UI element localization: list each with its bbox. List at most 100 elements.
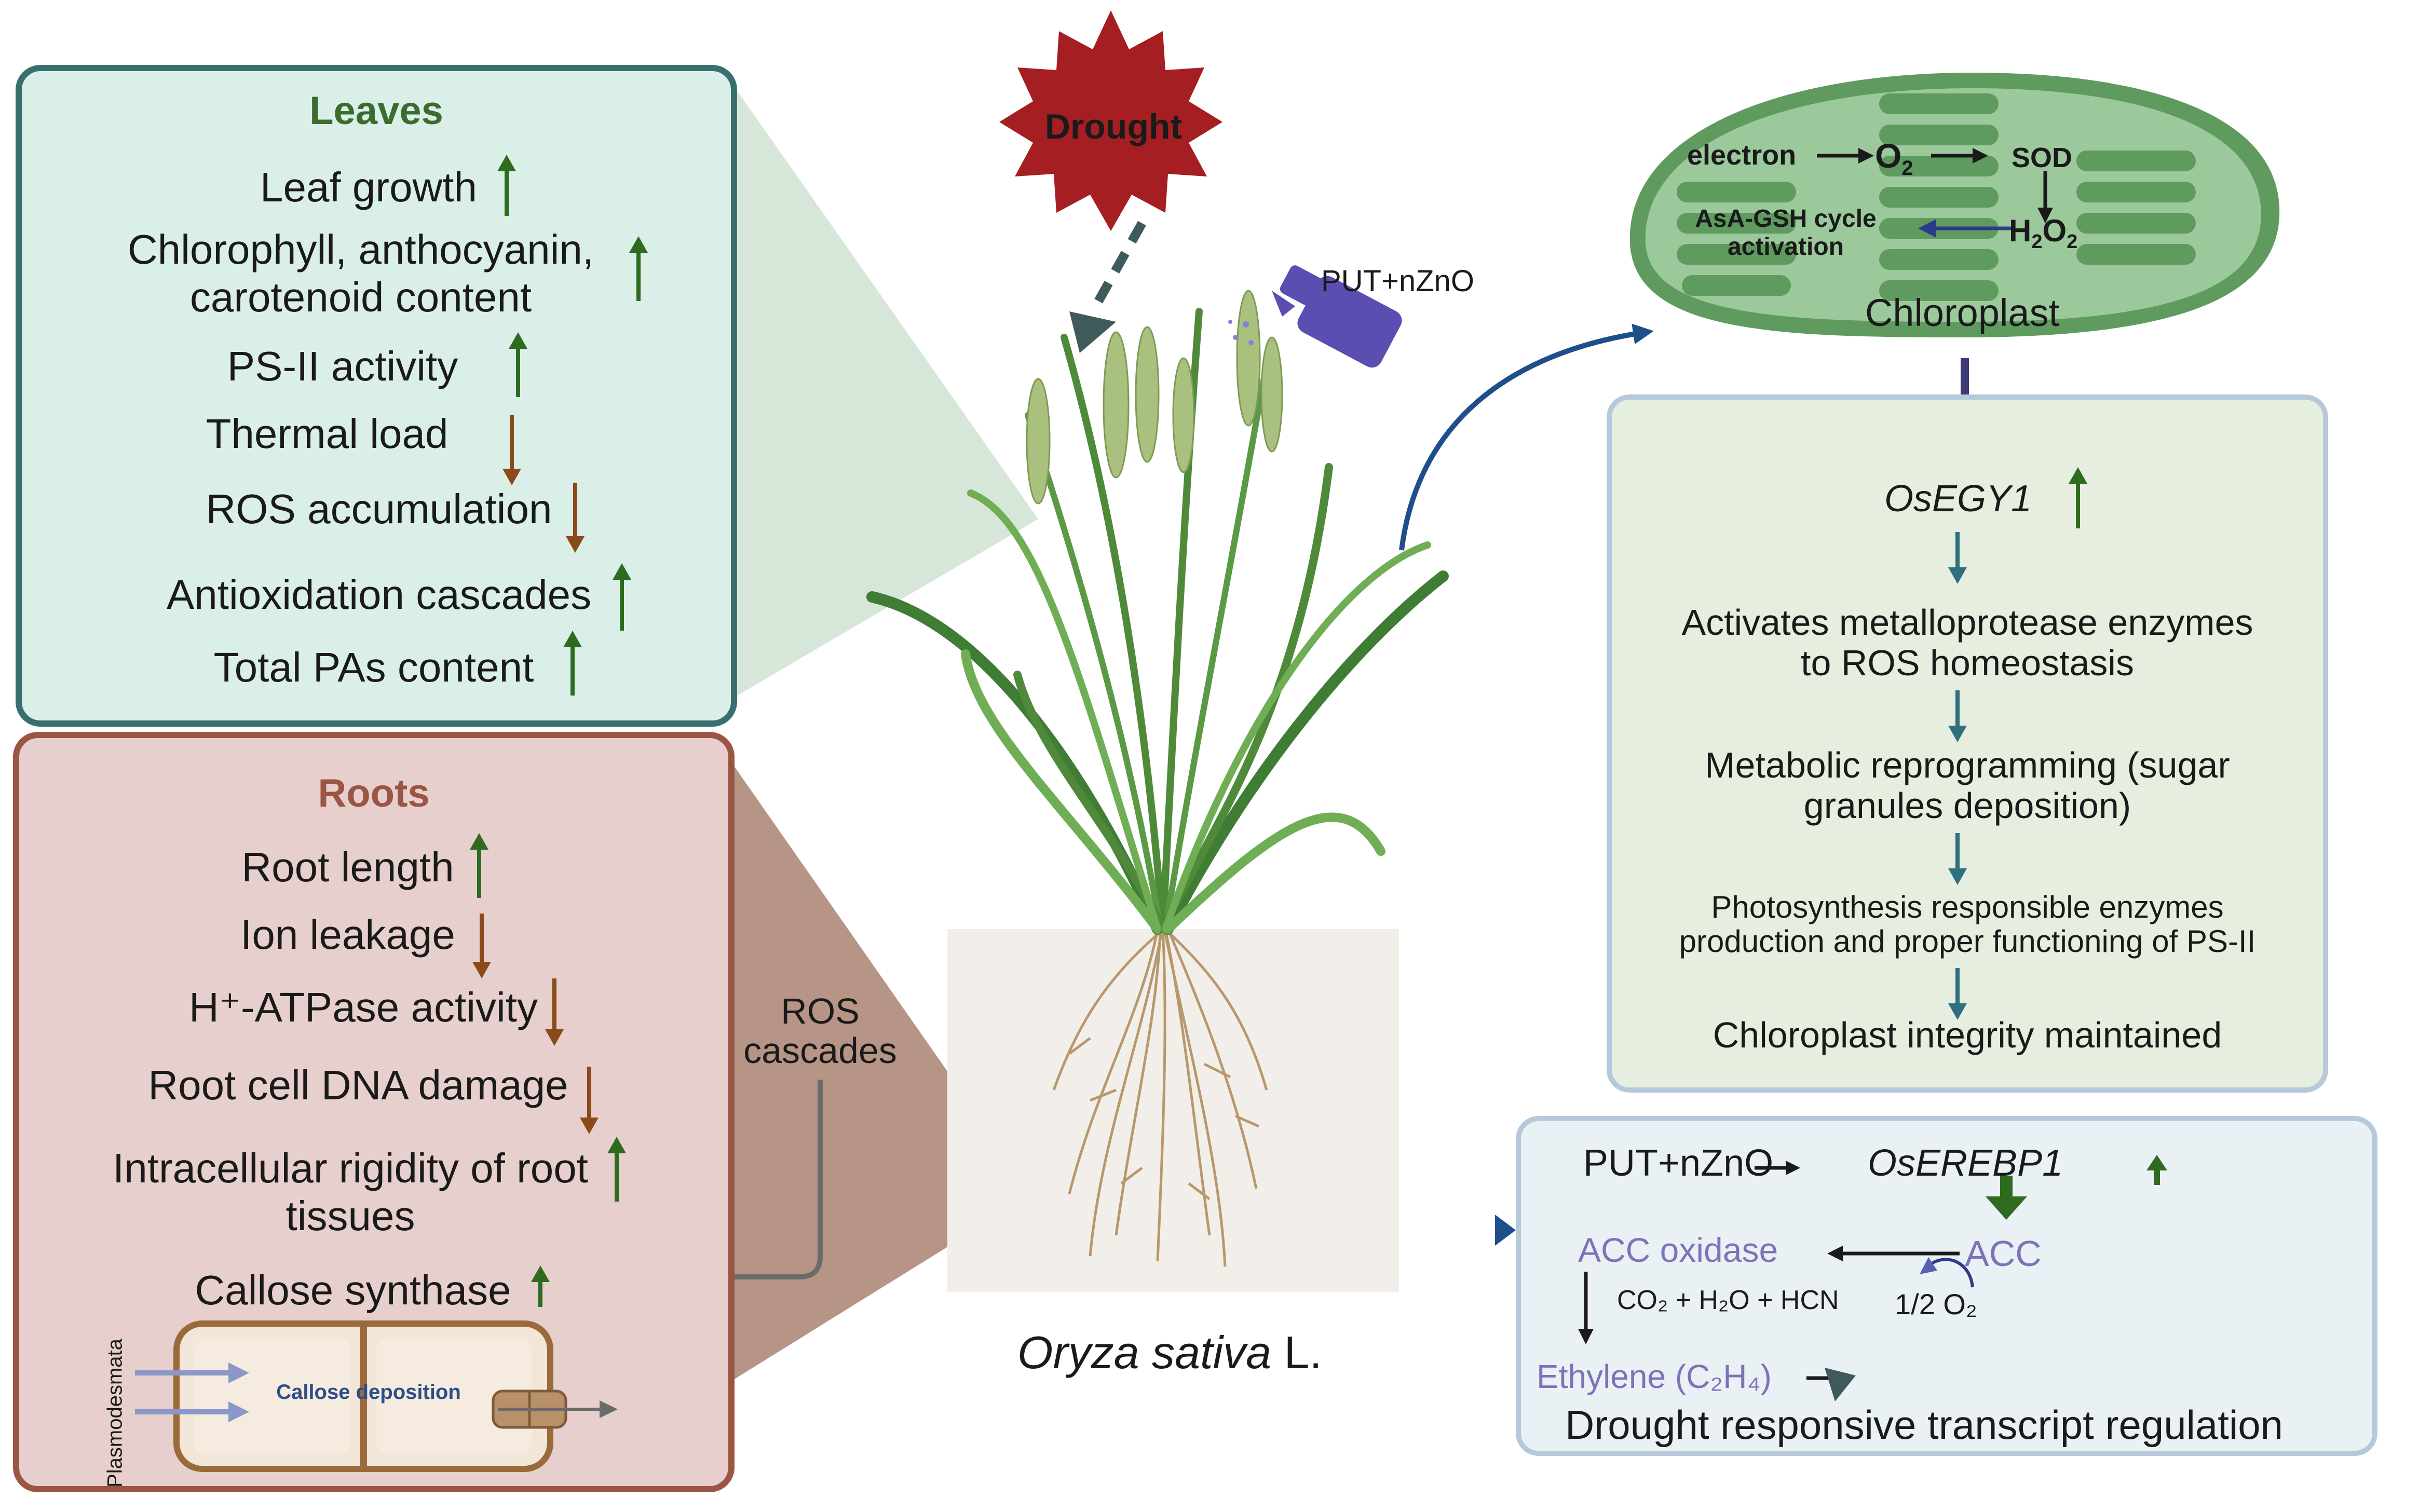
ethylene-gene: OsEREBP1 [1868, 1142, 2063, 1184]
decrease-arrow-icon [472, 914, 491, 981]
ros-cascades-connector [613, 1080, 823, 1279]
drought-arrow [1089, 221, 1146, 314]
ros-label-line1: ROS [781, 991, 860, 1031]
rice-panicles [1026, 290, 1283, 505]
h2o2-sub2: 2 [2067, 231, 2078, 253]
effect-item: Antioxidation cascades [119, 571, 638, 619]
increase-arrow-icon [607, 1137, 626, 1204]
ros-label-line2: cascades [743, 1030, 897, 1071]
pathway-step-arrow-glyph [1948, 690, 1967, 742]
asa-line2: activation [1727, 233, 1844, 261]
up-arrow-glyph [509, 332, 527, 397]
down-arrow-glyph [472, 914, 491, 978]
drought-label: Drought [1044, 107, 1183, 146]
pathway-step-arrow-icon [1948, 833, 1967, 888]
callose-deposition-label: Callose deposition [276, 1381, 461, 1404]
decrease-arrow-icon [545, 978, 564, 1048]
o2-sub: 2 [1901, 157, 1913, 180]
effect-text: H⁺-ATPase activity [189, 984, 538, 1030]
pathway-step-arrow-icon [1948, 968, 1967, 1023]
pathway-step-arrow-glyph [1948, 532, 1967, 584]
up-arrow-glyph [629, 236, 648, 301]
gene-label: OsEGY1 [1884, 478, 2032, 520]
spray-bottle-icon [1228, 265, 1402, 368]
pathway-step-line1: Metabolic reprogramming (sugar [1705, 745, 2230, 785]
gene-pathway-panel [1607, 394, 2328, 1093]
effect-item: Ion leakage [119, 911, 576, 959]
down-arrow-glyph [580, 1067, 599, 1134]
up-arrow-glyph [470, 833, 488, 898]
acc-label: ACC [1965, 1233, 2042, 1274]
to-ethylene-arrowhead [1495, 1215, 1516, 1246]
down-arrow-glyph [502, 415, 521, 485]
decrease-arrow-icon [580, 1067, 599, 1137]
increase-arrow-icon [629, 236, 648, 304]
effect-text: Callose synthase [195, 1267, 511, 1313]
chloroplast-electron: electron [1687, 140, 1797, 171]
drought-arrowhead [1069, 311, 1116, 353]
pathway-step: Chloroplast integrity maintained [1609, 1015, 2326, 1055]
effect-text: Root length [241, 844, 454, 890]
effect-text: PS-II activity [227, 343, 458, 389]
species-authority: L. [1284, 1327, 1322, 1378]
up-arrow-glyph [563, 631, 582, 696]
asa-line1: AsA-GSH cycle [1695, 205, 1877, 233]
effect-text: Antioxidation cascades [166, 571, 592, 618]
o2-o: O [1875, 137, 1902, 175]
rice-plant [866, 308, 1449, 935]
increase-arrow-icon [563, 631, 582, 698]
to-chloroplast-arrow [1399, 323, 1654, 551]
increase-arrow-icon [497, 155, 516, 219]
chloroplast-o2: O2 [1875, 136, 1913, 180]
pathway-step-arrow-glyph [1948, 968, 1967, 1020]
roots-title: Roots [318, 771, 430, 815]
ethylene-label: Ethylene (C₂H₄) [1537, 1358, 1772, 1395]
effect-item: Leaf growth [119, 164, 618, 211]
increase-arrow-icon [470, 833, 488, 901]
chloroplast-arrows [1817, 154, 2047, 230]
pathway-step-line2: production and proper functioning of PS-… [1679, 924, 2256, 959]
soil-block [947, 929, 1399, 1292]
pathway-step-line2: granules deposition) [1803, 785, 2131, 826]
regulation-label: Drought responsive transcript regulation [1565, 1402, 2284, 1448]
increase-arrow-icon [509, 332, 527, 400]
plasmodesmata-label: Plasmodesmata [103, 1339, 127, 1488]
up-arrow-glyph [607, 1137, 626, 1202]
effect-text: Intracellular rigidity of root [113, 1145, 588, 1191]
up-arrow-glyph [531, 1265, 550, 1307]
pathway-step-arrow-glyph [1948, 833, 1967, 885]
pathway-step-line2: to ROS homeostasis [1801, 643, 2134, 683]
ethylene-treatment: PUT+nZnO [1583, 1142, 1774, 1184]
asa-gsh-label: AsA-GSH cycle activation [1666, 205, 1905, 261]
h2o2-sub1: 2 [2031, 231, 2043, 253]
species-name: Oryza sativa [1017, 1327, 1272, 1378]
leaves-zoom-wedge [737, 91, 1038, 696]
effect-text: Leaf growth [260, 164, 478, 210]
ros-cascades-label: ROS cascades [732, 991, 908, 1070]
effect-text: Root cell DNA damage [148, 1062, 568, 1108]
effect-item: Chlorophyll, anthocyanin,carotenoid cont… [93, 226, 628, 321]
products-label: CO₂ + H₂O + HCN [1617, 1285, 1839, 1315]
decrease-arrow-icon [502, 415, 521, 488]
down-arrow-glyph [566, 483, 585, 553]
drought-burst [999, 10, 1222, 231]
effect-item: Thermal load [104, 410, 550, 458]
gene-arrow-glyph [2069, 467, 2087, 528]
effect-text: Chlorophyll, anthocyanin, [127, 226, 594, 273]
increase-arrow-icon [531, 1265, 550, 1310]
effect-text-line2: carotenoid content [189, 274, 532, 320]
chloroplast-sod: SOD [2012, 142, 2073, 173]
ethylene-arrows [1578, 1155, 2167, 1401]
effect-item: Callose synthase [104, 1266, 602, 1314]
oxygen-label: 1/2 O₂ [1895, 1288, 1977, 1320]
chloroplast-h2o2: H2O2 [2009, 213, 2077, 253]
effect-text-line2: tissues [286, 1193, 415, 1239]
gene-up-arrow [2069, 467, 2087, 531]
effect-text: Total PAs content [213, 644, 534, 690]
pathway-step-line1: Chloroplast integrity maintained [1713, 1015, 2222, 1055]
